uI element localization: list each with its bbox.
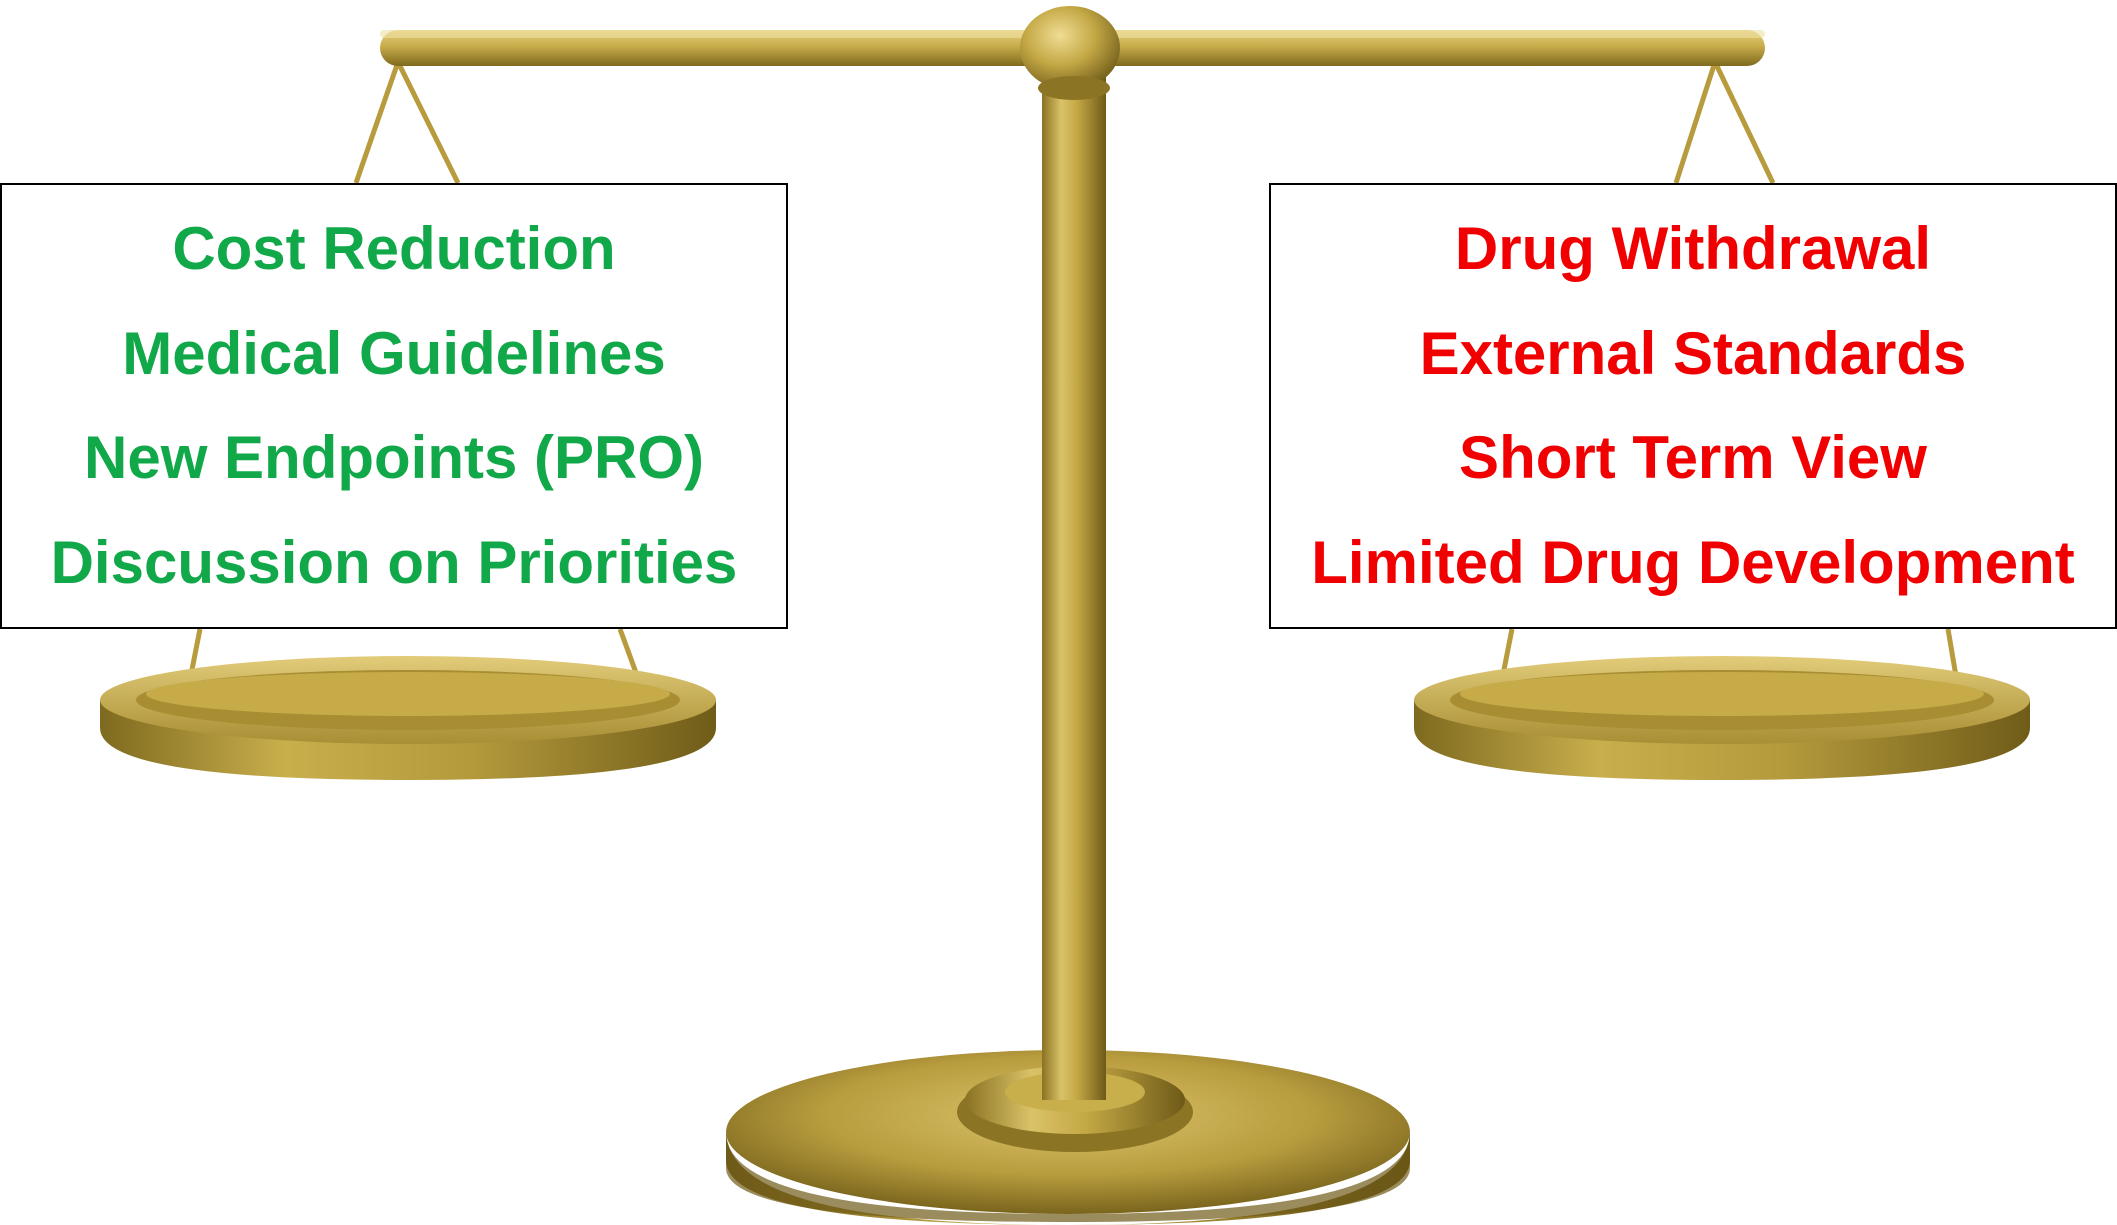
left-item-new-endpoints: New Endpoints (PRO) [84,424,704,492]
pan-strings [185,60,1963,701]
scale-post [1042,70,1106,1100]
left-pan [100,656,716,780]
right-item-short-term-view: Short Term View [1459,424,1927,492]
scale-knob [1020,6,1120,100]
right-label-box: Drug Withdrawal External Standards Short… [1269,183,2117,629]
right-item-external-standards: External Standards [1419,319,1967,387]
scale-base [726,1050,1410,1225]
left-item-discussion-on-priorities: Discussion on Priorities [50,528,738,596]
left-item-cost-reduction: Cost Reduction [172,215,616,283]
right-pan [1414,656,2030,780]
right-item-limited-drug-development: Limited Drug Development [1311,528,2075,596]
left-label-box: Cost Reduction Medical Guidelines New En… [0,183,788,629]
left-item-medical-guidelines: Medical Guidelines [122,319,666,387]
right-item-drug-withdrawal: Drug Withdrawal [1454,215,1932,283]
